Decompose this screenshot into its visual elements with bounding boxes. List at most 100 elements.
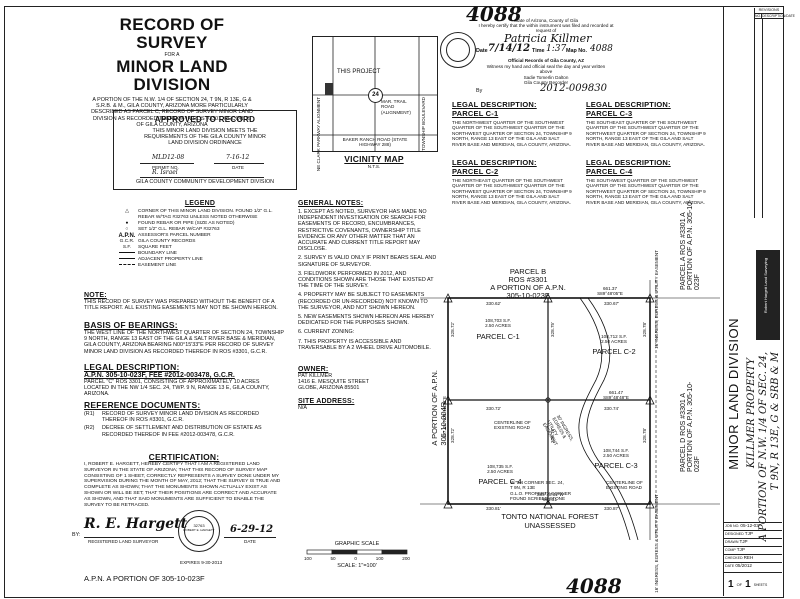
recording-map-label: Map No. bbox=[566, 48, 587, 54]
legal-parcel-c3: LEGAL DESCRIPTION: PARCEL C-3 THE SOUTHE… bbox=[586, 100, 706, 147]
general-note-item: 4. PROPERTY MAY BE SUBJECT TO EASEMENTS … bbox=[298, 292, 428, 311]
vicinity-caption: VICINITY MAP N.T.S. bbox=[312, 154, 436, 169]
vicinity-road3: TOWNSHIP BOULEVARD bbox=[421, 97, 426, 151]
general-notes: GENERAL NOTES: 1. EXCEPT AS NOTED, SURVE… bbox=[298, 200, 438, 351]
parcel-d-label: PARCEL D ROS #3301 A PORTION OF A.P.N. 3… bbox=[680, 381, 701, 472]
right-dim-2: 328.78' bbox=[642, 428, 647, 443]
sidebar-desc-2: T 9N, R 13E, G & SRB & M bbox=[770, 352, 781, 491]
certification-heading: CERTIFICATION: bbox=[148, 452, 220, 462]
mid-dim-1: 328.75' bbox=[550, 322, 555, 337]
highway-shield-icon: 24 bbox=[368, 88, 383, 103]
permit-label: PERMIT NO. bbox=[152, 165, 179, 170]
permit-line bbox=[140, 163, 194, 164]
triangle-icon: △ bbox=[125, 209, 129, 214]
title-line2: MINOR LAND DIVISION bbox=[116, 57, 228, 94]
certification-date-label: DATE bbox=[244, 539, 256, 544]
recorder-seal bbox=[440, 32, 476, 68]
certification-date-value: 6-29-12 bbox=[230, 524, 274, 535]
parcel-c1-label: 108,703 S.F. 2.50 ACRES PARCEL C-1 bbox=[476, 318, 520, 341]
approved-date-value: 7-16-12 bbox=[226, 154, 250, 161]
legal-main-heading: LEGAL DESCRIPTION: bbox=[84, 362, 180, 372]
tonto-forest-label: TONTO NATIONAL FOREST UNASSESSED bbox=[501, 512, 599, 530]
title-block: RECORD OF SURVEY FOR A MINOR LAND DIVISI… bbox=[84, 16, 260, 128]
rls-label: REGISTERED LAND SURVEYOR bbox=[88, 539, 159, 544]
boundary-line-icon bbox=[116, 251, 138, 257]
approved-dept: GILA COUNTY COMMUNITY DEVELOPMENT DIVISI… bbox=[135, 179, 275, 185]
site-address-heading: SITE ADDRESS: bbox=[298, 398, 355, 405]
approver-line bbox=[140, 177, 264, 178]
owner-heading: OWNER: bbox=[298, 366, 329, 373]
date-line bbox=[214, 163, 264, 164]
reference-item: (R1)RECORD OF SURVEY MINOR LAND DIVISION… bbox=[84, 411, 260, 424]
owner-line: GLOBE, ARIZONA 85501 bbox=[298, 385, 360, 392]
title-for-a: FOR A bbox=[164, 52, 180, 58]
revisions-header: NO. DESCRIPTION/DATE bbox=[755, 14, 795, 20]
legal-main-block: LEGAL DESCRIPTION: A.P.N. 305-10-023F, F… bbox=[84, 362, 284, 398]
vicinity-map: 24 THIS PROJECT MAR. TRAIL ROAD (ALIGNME… bbox=[312, 36, 438, 171]
permit-value: MLD12-08 bbox=[152, 154, 185, 161]
general-note-item: 5. NEW EASEMENTS SHOWN HEREON ARE HEREBY… bbox=[298, 314, 434, 327]
general-note-item: 3. FIELDWORK PERFORMED IN 2012, AND COND… bbox=[298, 270, 434, 290]
general-note-item: 1. EXCEPT AS NOTED, SURVEYOR HAS MADE NO… bbox=[298, 209, 427, 253]
scale-heading: GRAPHIC SCALE bbox=[334, 541, 380, 547]
legend-row: EASEMENT LINE bbox=[116, 263, 284, 269]
legend-row: S.F.SQUARE FEET bbox=[122, 245, 172, 250]
job-row: JOB NO. 05-12-03 bbox=[724, 522, 782, 529]
dim-330-74: 330.74' bbox=[604, 406, 619, 411]
sheet-row: 1 OF 1 SHEETS bbox=[724, 572, 782, 596]
legal-parcel-c4: LEGAL DESCRIPTION: PARCEL C-4 THE SOUTHW… bbox=[586, 158, 706, 205]
dim-330-72: 330.72' bbox=[486, 406, 501, 411]
parcel-b-label: PARCEL B ROS #3301 A PORTION OF A.P.N. 3… bbox=[490, 267, 566, 300]
checked-row: CHECKED REH bbox=[724, 554, 782, 561]
recording-map-value: 4088 bbox=[590, 44, 613, 54]
left-dim-1: 328.72' bbox=[450, 322, 455, 337]
vicinity-this-project: THIS PROJECT bbox=[337, 69, 381, 75]
firm-panel: Robert Hargett Land Surveying bbox=[756, 250, 780, 340]
legend: LEGEND △CORNER OF THIS MINOR LAND DIVISI… bbox=[116, 200, 284, 269]
revisions-heading: REVISIONS bbox=[755, 8, 783, 15]
recording-date-label: Date bbox=[476, 48, 488, 54]
graphic-scale: GRAPHIC SCALE 100 50 0 100 200 SCALE: 1"… bbox=[302, 541, 412, 569]
legend-row: G.C.R.GILA COUNTY RECORDS bbox=[119, 239, 196, 244]
dim-330-67: 330.67' bbox=[604, 301, 619, 306]
approver-signature: R. Israel bbox=[152, 169, 178, 176]
reference-item: (R2)DECREE OF SETTLEMENT AND DISTRIBUTIO… bbox=[84, 425, 262, 438]
references-heading: REFERENCE DOCUMENTS: bbox=[84, 400, 201, 410]
general-note-item: 2. SURVEY IS VALID ONLY IF PRINT BEARS S… bbox=[298, 255, 437, 268]
revisions-table: REVISIONS NO. DESCRIPTION/DATE bbox=[754, 8, 795, 218]
legend-row: ●FOUND REBAR OR PIPE (SIZE AS NOTED) bbox=[116, 221, 284, 227]
approved-heading: APPROVED TO RECORD bbox=[154, 115, 256, 124]
parcel-c3-label: 108,744 S.F. 2.50 ACRES PARCEL C-3 bbox=[594, 448, 638, 470]
surveyor-seal: 32763 ROBERT E. HARGETT bbox=[178, 510, 220, 552]
basis-text: THE WEST LINE OF THE NORTHWEST QUARTER O… bbox=[84, 330, 284, 355]
sidebar-project-title: MINOR LAND DIVISION bbox=[726, 318, 741, 470]
parcel-a-label: PARCEL A ROS #3301 A PORTION OF A.P.N. 3… bbox=[680, 199, 701, 290]
approved-text: THIS MINOR LAND DIVISION MEETS THE REQUI… bbox=[144, 128, 266, 147]
general-notes-heading: GENERAL NOTES: bbox=[298, 200, 364, 207]
sidebar-owner-name: KILLMER PROPERTY bbox=[746, 358, 757, 469]
recording-requester: Patricia Killmer bbox=[504, 32, 592, 45]
approved-box: APPROVED TO RECORD THIS MINOR LAND DIVIS… bbox=[113, 110, 297, 190]
title-line1: RECORD OF SURVEY bbox=[119, 15, 225, 52]
comp-row: COMP TJP bbox=[724, 546, 782, 553]
legend-heading: LEGEND bbox=[184, 200, 216, 207]
legal-main-text: PARCEL "C" ROS 3301, CONSISTING OF APPRO… bbox=[84, 379, 270, 398]
references-block: REFERENCE DOCUMENTS: (R1)RECORD OF SURVE… bbox=[84, 400, 284, 438]
dim-330-87: 330.87' bbox=[604, 506, 619, 511]
vicinity-heading: VICINITY MAP bbox=[344, 154, 404, 164]
left-dim-2: 328.72' bbox=[450, 428, 455, 443]
filled-dot-icon: ● bbox=[125, 221, 129, 226]
adjacent-line-icon bbox=[116, 257, 138, 263]
centerline-label-2: CENTERLINE OF EXISTING ROAD bbox=[606, 480, 643, 491]
dim-330-62: 330.62' bbox=[486, 301, 501, 306]
drawn-row: DRAWN TJP bbox=[724, 538, 782, 545]
designed-row: DESIGNED TJP bbox=[724, 530, 782, 537]
legal-main-apn: A.P.N. 305-10-023F, FEE #2012-003478, G.… bbox=[84, 372, 235, 379]
owner-block: OWNER: PAT KILLMER 1416 E. MESQUITE STRE… bbox=[298, 366, 438, 392]
legal-parcel-c1: LEGAL DESCRIPTION: PARCEL C-1 THE NORTHW… bbox=[452, 100, 572, 147]
recording-state: State of Arizona, County of Gila bbox=[513, 18, 579, 23]
vicinity-road1: MAR. TRAIL ROAD (ALIGNMENT) bbox=[381, 99, 411, 115]
parcel-c4-label: 108,735 S.F. 2.50 ACRES PARCEL C-4 bbox=[478, 464, 522, 486]
